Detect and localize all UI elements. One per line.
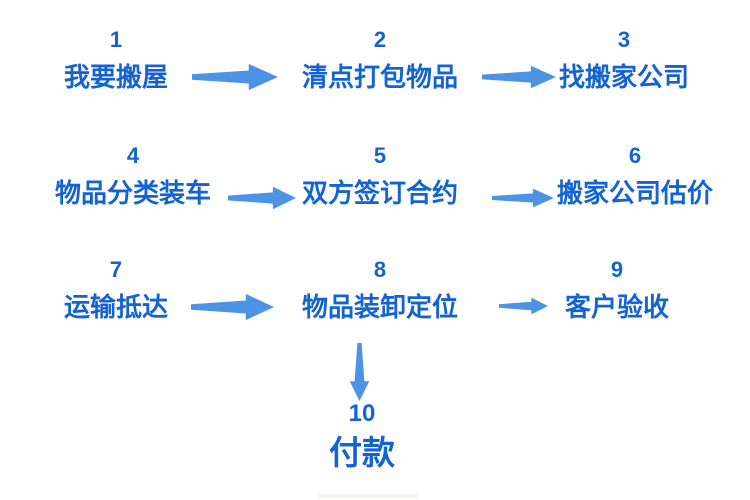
step-label: 我要搬屋 [63, 62, 168, 92]
arrow-right-icon [191, 293, 274, 321]
flow-step-1: 1 我要搬屋 [16, 26, 216, 92]
step-label: 搬家公司估价 [556, 178, 713, 208]
step-number: 3 [617, 27, 631, 52]
step-label: 运输抵达 [63, 292, 168, 322]
step-label: 找搬家公司 [558, 62, 689, 92]
arrow-right-icon [192, 63, 278, 91]
step-number: 4 [126, 143, 140, 168]
arrow-right-icon [228, 186, 296, 210]
arrow-down-icon [349, 343, 370, 401]
flow-step-10: 10 付款 [262, 400, 462, 472]
step-number: 8 [373, 257, 387, 282]
arrow-right-icon [499, 297, 548, 315]
flow-step-5: 5 双方签订合约 [280, 142, 480, 208]
step-number: 1 [109, 27, 123, 52]
step-number: 2 [373, 27, 387, 52]
step-label: 双方签订合约 [301, 178, 458, 208]
flow-step-3: 3 找搬家公司 [524, 26, 724, 92]
step-number: 10 [348, 400, 376, 427]
flow-step-7: 7 运输抵达 [16, 256, 216, 322]
flow-step-2: 2 清点打包物品 [280, 26, 480, 92]
flow-step-9: 9 客户验收 [517, 256, 717, 322]
step-number: 5 [373, 143, 387, 168]
flow-step-8: 8 物品装卸定位 [280, 256, 480, 322]
step-label: 清点打包物品 [301, 62, 458, 92]
step-number: 9 [610, 257, 624, 282]
step-label: 物品分类装车 [54, 178, 211, 208]
step-label: 客户验收 [564, 292, 669, 322]
step-number: 7 [109, 257, 123, 282]
arrow-right-icon [482, 65, 556, 89]
flow-step-4: 4 物品分类装车 [33, 142, 233, 208]
flow-step-6: 6 搬家公司估价 [535, 142, 735, 208]
step-label: 付款 [329, 434, 395, 471]
arrow-right-icon [492, 188, 554, 208]
step-label: 物品装卸定位 [301, 292, 458, 322]
step-number: 6 [628, 143, 642, 168]
cutoff-bottom-artifact [318, 494, 418, 498]
